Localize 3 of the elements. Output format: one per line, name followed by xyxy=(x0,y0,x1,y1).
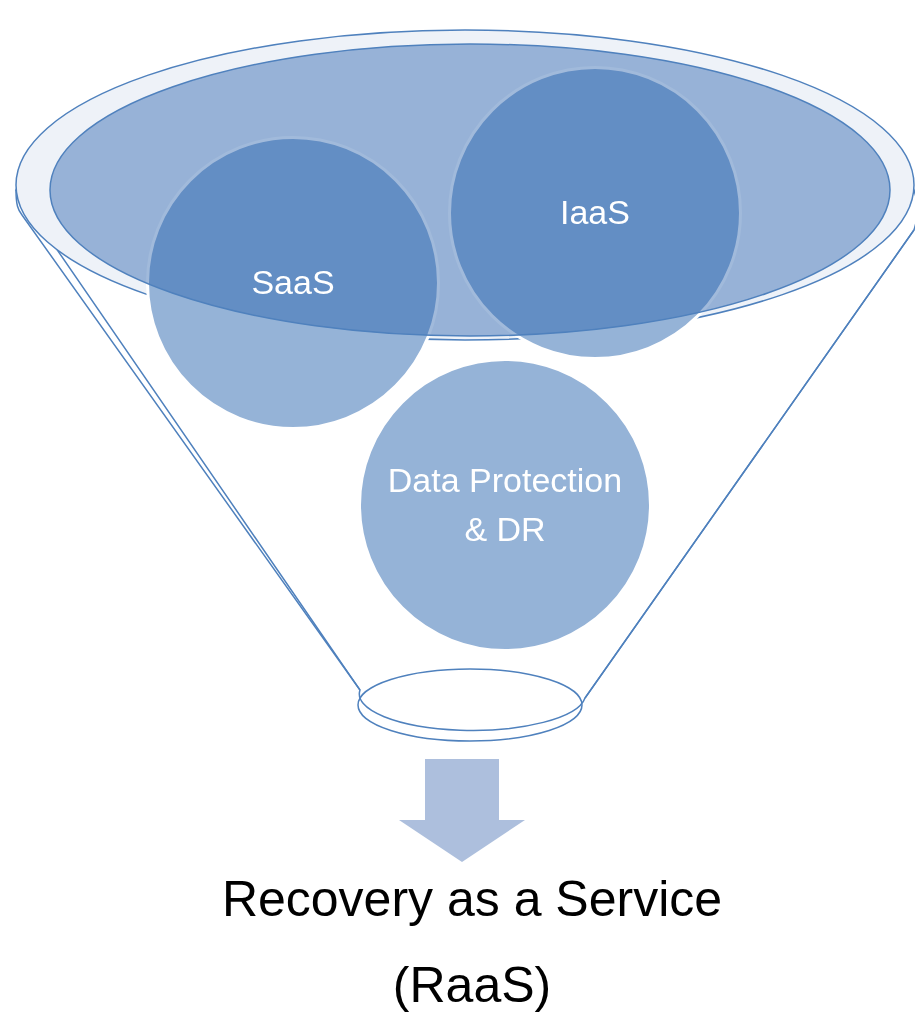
circle-node: Data Protection & DR xyxy=(358,358,652,652)
result-text: Recovery as a Service (RaaS) xyxy=(220,870,724,1015)
block-arrow xyxy=(399,759,525,862)
